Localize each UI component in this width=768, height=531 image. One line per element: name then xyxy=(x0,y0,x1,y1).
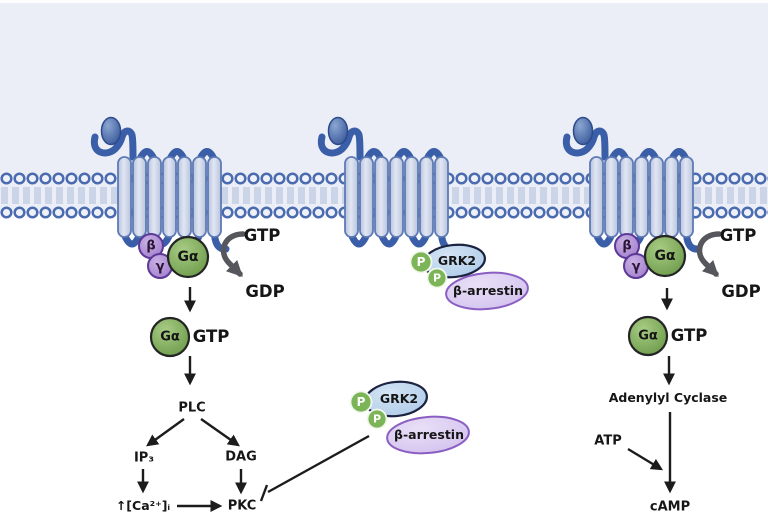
dag-label: DAG xyxy=(225,449,257,465)
phosphate-icon xyxy=(349,390,373,414)
grk2-label-floating: GRK2 xyxy=(379,390,419,406)
g-alpha-gtp-right xyxy=(627,315,669,357)
beta-arrestin-label-receptor: β-arrestin xyxy=(453,282,523,298)
plc-label: PLC xyxy=(178,400,206,416)
arrow-plc-to-dag xyxy=(200,418,240,447)
atp-label: ATP xyxy=(594,433,622,449)
arrow-atp-in xyxy=(627,447,664,471)
phosphate-icon xyxy=(409,250,433,274)
camp-label: cAMP xyxy=(649,499,691,515)
grk2-arrestin-complex-receptor xyxy=(409,243,529,311)
phosphate-label: P xyxy=(416,255,426,269)
ip3-label: IP₃ xyxy=(133,450,155,466)
g-alpha-gtp-circle-label-right: Gα xyxy=(638,328,658,344)
g-protein-left xyxy=(138,233,210,279)
g-alpha-label-right: Gα xyxy=(654,248,676,264)
phosphate-icon xyxy=(366,408,388,430)
phosphate-label: P xyxy=(356,395,366,409)
beta-arrestin-shape xyxy=(445,271,529,311)
g-alpha-label-left: Gα xyxy=(177,249,199,265)
phosphate-label: P xyxy=(372,412,382,426)
g-alpha-subunit-right xyxy=(643,234,687,278)
g-alpha-gtp-left xyxy=(149,316,191,358)
gtp-label-right: GTP xyxy=(719,225,757,245)
grk2-label-receptor: GRK2 xyxy=(437,252,477,268)
beta-label-right: β xyxy=(622,238,632,254)
gtp-pathway-label-left: GTP xyxy=(192,326,230,346)
gtp-gdp-cycle-arrow-left xyxy=(220,231,246,277)
inhibition-line-pkc xyxy=(267,434,370,494)
gamma-label-left: γ xyxy=(155,259,165,275)
beta-arrestin-label-floating: β-arrestin xyxy=(394,426,464,442)
g-alpha-subunit-left xyxy=(166,235,210,279)
gdp-label-left: GDP xyxy=(245,281,285,301)
gtp-label-left: GTP xyxy=(243,225,281,245)
arrow-plc-to-ip3 xyxy=(146,418,185,447)
grk2-arrestin-complex-floating xyxy=(349,380,470,455)
inhibition-bar-icon xyxy=(259,484,269,502)
pathway-arrows xyxy=(137,287,676,512)
beta-label-left: β xyxy=(146,238,156,254)
calcium-label: ↑[Ca²⁺]ᵢ xyxy=(115,497,171,513)
pkc-label: PKC xyxy=(227,498,257,514)
beta-arrestin-shape xyxy=(386,415,470,455)
gamma-label-right: γ xyxy=(631,259,641,275)
phosphate-icon xyxy=(426,267,448,289)
gtp-pathway-label-right: GTP xyxy=(670,325,708,345)
g-protein-right xyxy=(614,233,687,279)
adenylyl-cyclase-label: Adenylyl Cyclase xyxy=(608,389,728,405)
phosphate-label: P xyxy=(432,271,442,285)
gtp-gdp-cycle-arrow-right xyxy=(696,231,722,277)
gdp-label-right: GDP xyxy=(721,281,761,301)
g-alpha-gtp-circle-label-left: Gα xyxy=(160,329,180,345)
